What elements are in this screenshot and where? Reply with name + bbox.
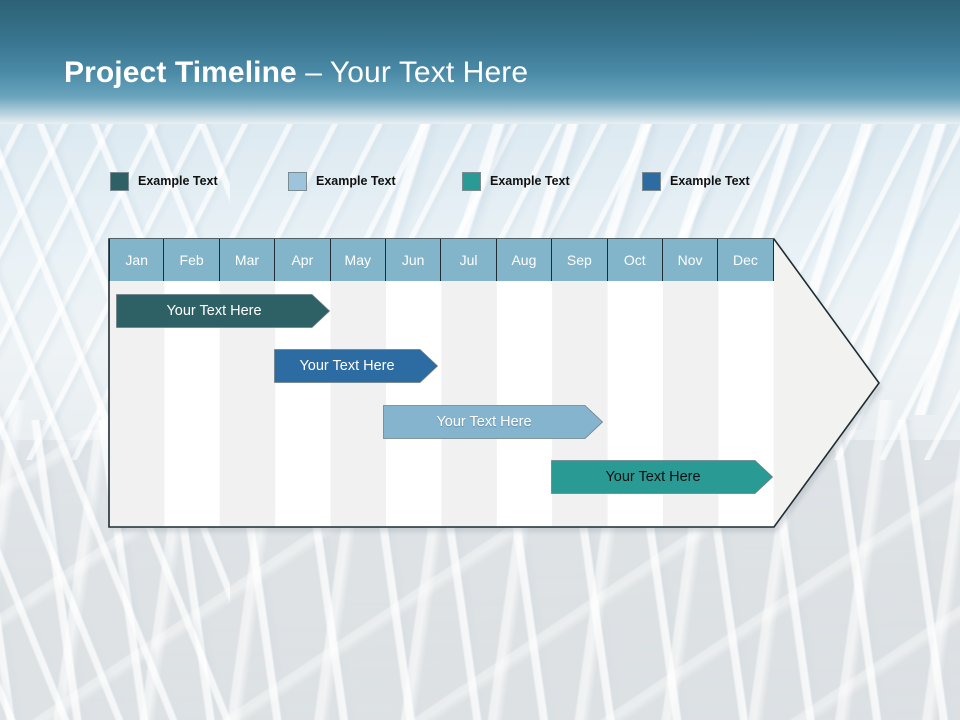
- task-bar[interactable]: Your Text Here: [551, 460, 773, 494]
- month-header-cell[interactable]: Jul: [441, 239, 497, 281]
- legend-item[interactable]: Example Text: [110, 168, 218, 194]
- month-header-cell[interactable]: Jan: [109, 239, 165, 281]
- legend: Example Text Example Text Example Text Exam…: [110, 168, 810, 194]
- month-header-cell[interactable]: Dec: [718, 239, 774, 281]
- month-header-cell[interactable]: Feb: [164, 239, 220, 281]
- legend-swatch-icon: [642, 171, 661, 191]
- page-title-separator: –: [296, 56, 330, 89]
- task-bar[interactable]: Your Text Here: [274, 349, 438, 383]
- task-bar-arrow-icon: [551, 460, 773, 494]
- legend-item[interactable]: Example Text: [288, 168, 396, 194]
- month-header-cell[interactable]: May: [330, 239, 386, 281]
- legend-item[interactable]: Example Text: [462, 168, 570, 194]
- task-bar[interactable]: Your Text Here: [383, 405, 603, 439]
- page-title-strong: Project Timeline: [64, 56, 297, 89]
- legend-item-label: Example Text: [138, 174, 218, 188]
- legend-swatch-icon: [288, 171, 307, 191]
- month-header-cell[interactable]: Oct: [607, 239, 663, 281]
- legend-item-label: Example Text: [316, 174, 396, 188]
- month-header-cell[interactable]: Mar: [219, 239, 276, 281]
- page-title: Project Timeline – Your Text Here: [64, 58, 528, 88]
- month-header-cell[interactable]: Jun: [385, 239, 442, 281]
- month-header-cell[interactable]: Aug: [496, 239, 553, 281]
- month-header-cell[interactable]: Apr: [275, 239, 331, 281]
- legend-item-label: Example Text: [670, 174, 750, 188]
- task-bar[interactable]: Your Text Here: [116, 294, 330, 328]
- page-title-light: Your Text Here: [329, 56, 529, 89]
- title-band: [0, 0, 960, 124]
- legend-swatch-icon: [110, 171, 129, 191]
- legend-item[interactable]: Example Text: [642, 168, 750, 194]
- task-bar-arrow-icon: [274, 349, 438, 383]
- month-header-cell[interactable]: Nov: [662, 239, 719, 281]
- legend-swatch-icon: [462, 171, 481, 191]
- month-header-cell[interactable]: Sep: [552, 239, 608, 281]
- legend-item-label: Example Text: [490, 174, 570, 188]
- task-bar-arrow-icon: [383, 405, 603, 439]
- task-bar-arrow-icon: [116, 294, 330, 328]
